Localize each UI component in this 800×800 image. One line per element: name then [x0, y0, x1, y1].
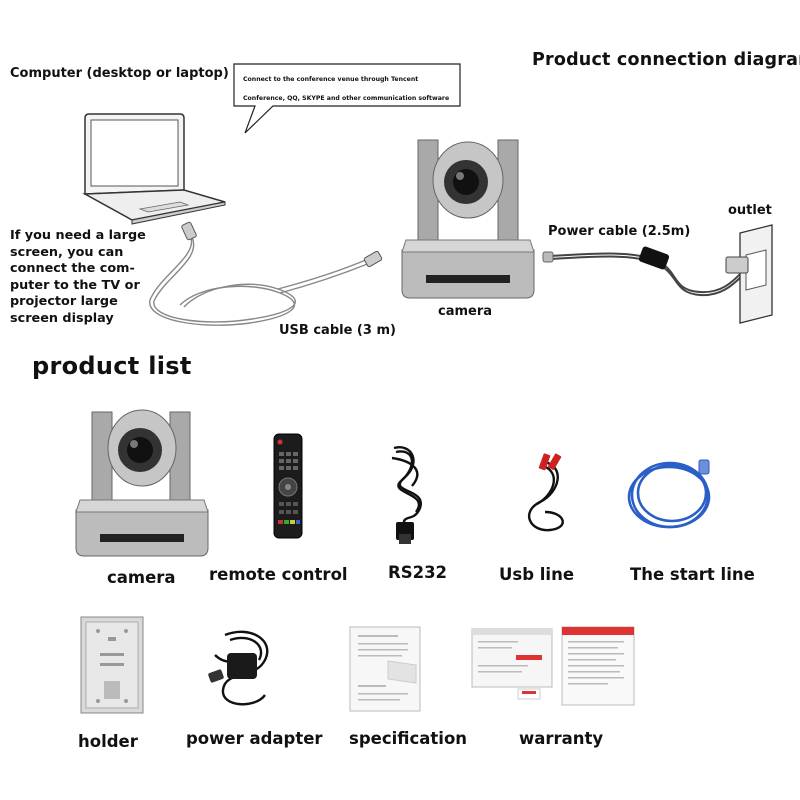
large-screen-note: If you need a large screen, you can conn… [10, 228, 146, 326]
wall-bracket-icon [80, 616, 144, 714]
power-adapter-icon [208, 630, 269, 706]
remote-control-icon [273, 433, 303, 539]
ptz-camera-icon [75, 409, 209, 557]
camera-label: camera [438, 304, 493, 319]
rs232-cable-icon [391, 446, 422, 544]
item-usb-line-label: Usb line [499, 565, 575, 584]
item-power-adapter-label: power adapter [186, 729, 323, 748]
speech-bubble-text: Connect to the conference venue through … [243, 76, 450, 102]
connection-diagram-title: Product connection diagram [532, 50, 800, 70]
usb-cable-icon [528, 453, 564, 532]
laptop-icon [82, 113, 226, 225]
power-cable-icon [542, 246, 753, 297]
speech-bubble [233, 63, 461, 134]
item-camera-label: camera [107, 568, 176, 587]
manual-icon [349, 626, 421, 712]
item-warranty-label: warranty [519, 729, 604, 748]
warranty-card-icon [471, 626, 635, 706]
item-rs232-label: RS232 [388, 563, 448, 582]
outlet-label: outlet [728, 203, 772, 218]
ptz-camera-icon [401, 139, 535, 299]
item-remote-control-label: remote control [209, 565, 348, 584]
computer-label: Computer (desktop or laptop) [10, 66, 229, 81]
item-specification-label: specification [349, 729, 468, 748]
usb-cable-icon [149, 221, 383, 326]
wall-outlet-icon [725, 224, 773, 324]
network-cable-icon [627, 459, 711, 529]
power-cable-label: Power cable (2.5m) [548, 224, 691, 239]
usb-cable-label: USB cable (3 m) [279, 323, 396, 338]
product-list-title: product list [32, 352, 192, 380]
item-start-line-label: The start line [630, 565, 755, 584]
item-holder-label: holder [78, 732, 138, 751]
